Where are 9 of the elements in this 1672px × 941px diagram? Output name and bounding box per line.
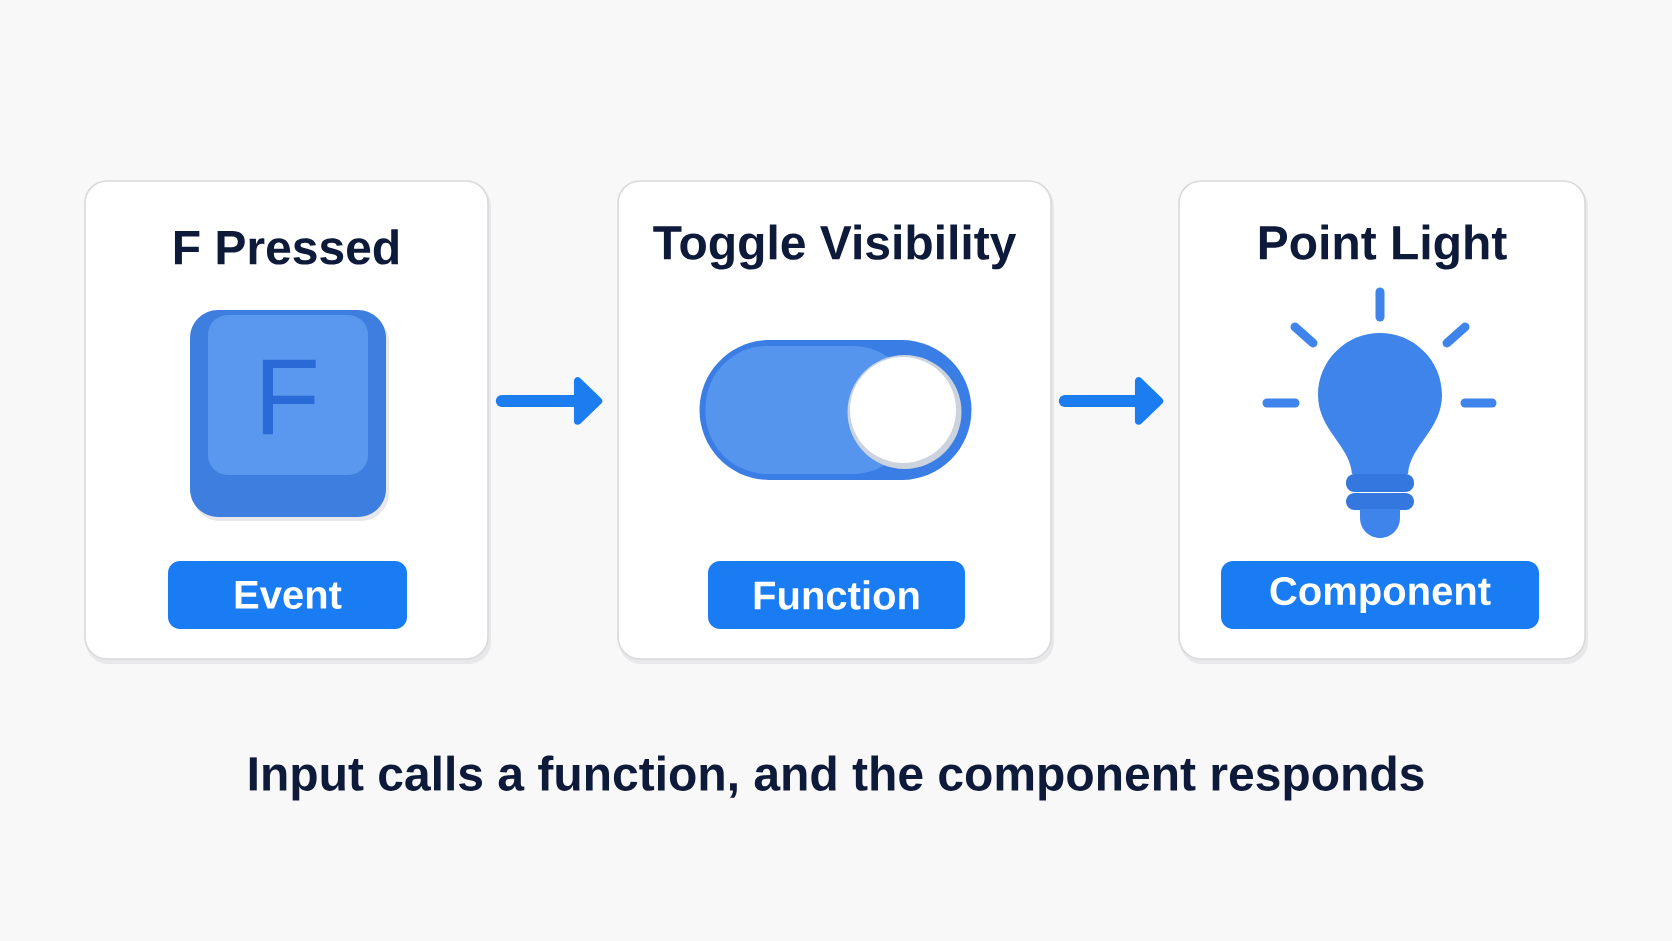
card-title: F Pressed bbox=[175, 229, 398, 265]
badge: Function bbox=[708, 561, 965, 629]
card-title: Point Light bbox=[1259, 224, 1507, 270]
badge: Component bbox=[1221, 561, 1539, 629]
card-title: Toggle Visibility bbox=[653, 224, 1017, 270]
arrow bbox=[1058, 377, 1164, 425]
caption: Input calls a function, and the component responds bbox=[249, 755, 1424, 801]
badge: Event bbox=[168, 561, 407, 629]
arrow bbox=[495, 377, 603, 425]
